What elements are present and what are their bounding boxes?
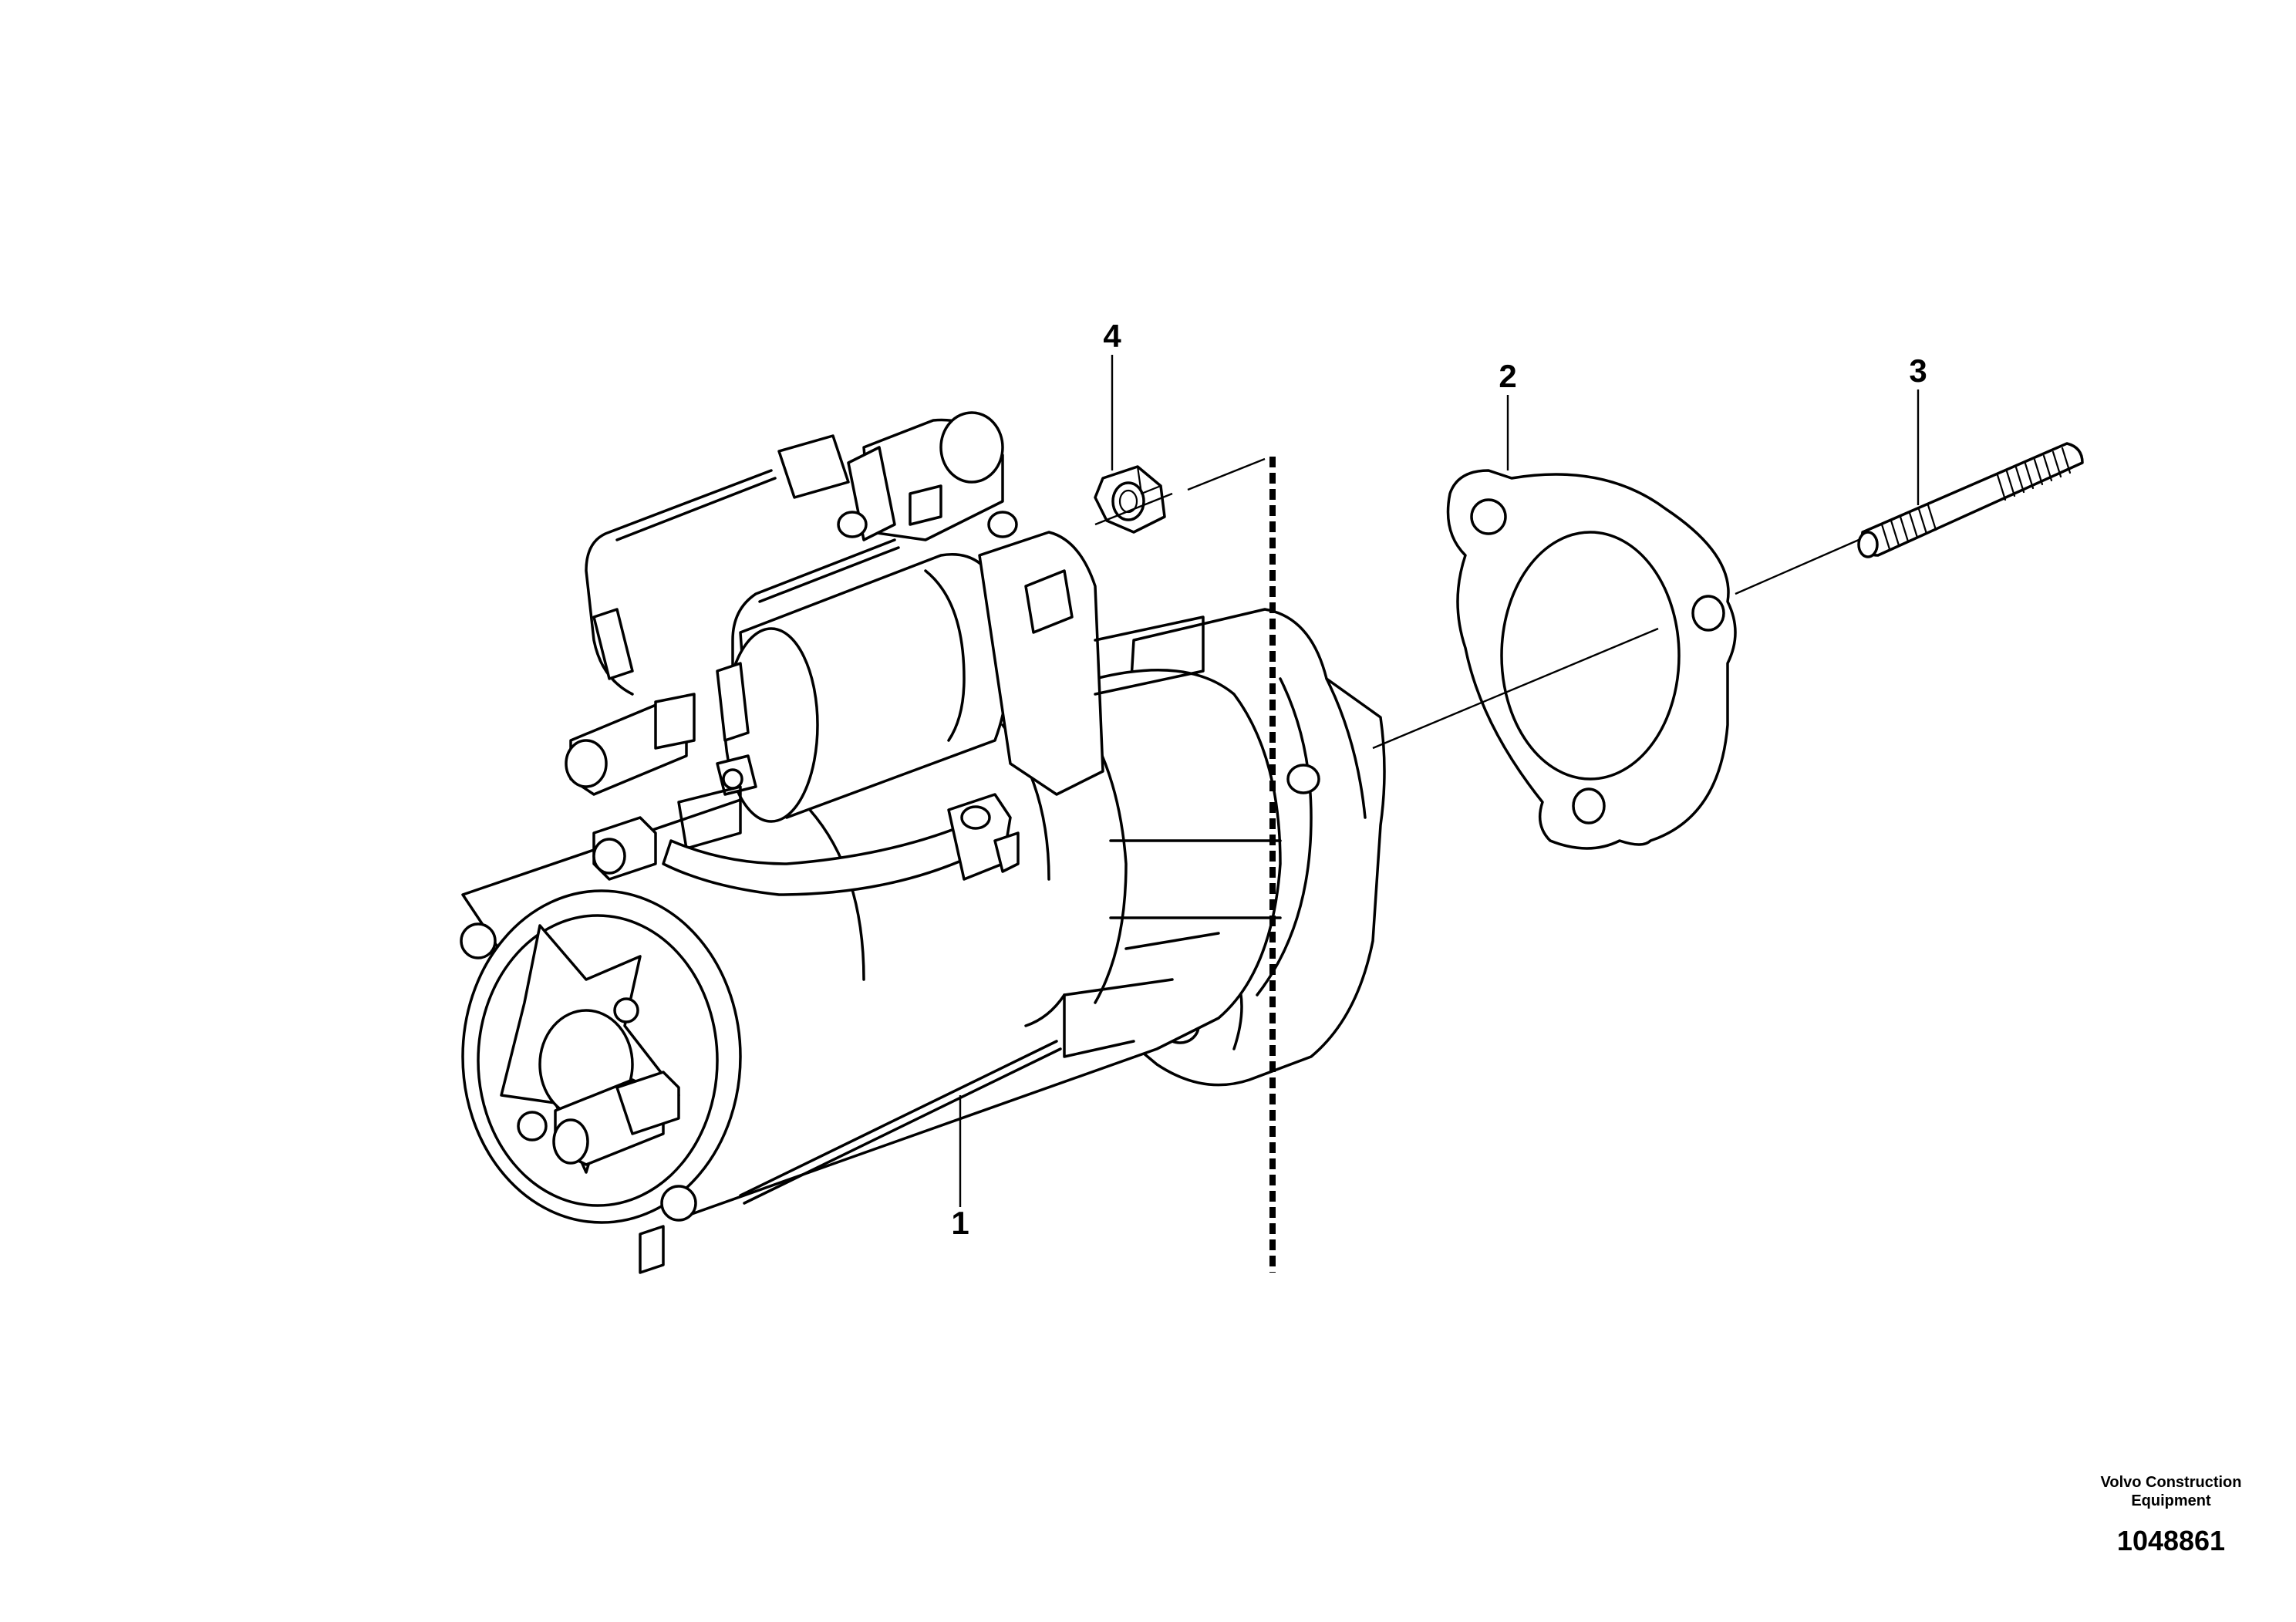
callout-1: 1 bbox=[951, 1205, 969, 1241]
assembly-lines bbox=[1094, 457, 1859, 1273]
callout-4: 4 bbox=[1103, 318, 1121, 354]
company-name-line1: Volvo Construction bbox=[2101, 1474, 2242, 1491]
drawing-number: 1048861 bbox=[2117, 1525, 2225, 1556]
callout-3: 3 bbox=[1909, 352, 1927, 389]
company-name-line2: Equipment bbox=[2131, 1492, 2211, 1509]
gasket bbox=[1446, 469, 1737, 850]
callout-2: 2 bbox=[1499, 358, 1516, 394]
starter-motor bbox=[460, 411, 1386, 1274]
callout-leaders bbox=[959, 355, 1920, 1207]
nut bbox=[1094, 465, 1166, 534]
stud bbox=[1857, 442, 2084, 558]
footer: Volvo Construction Equipment 1048861 bbox=[2101, 1474, 2242, 1556]
